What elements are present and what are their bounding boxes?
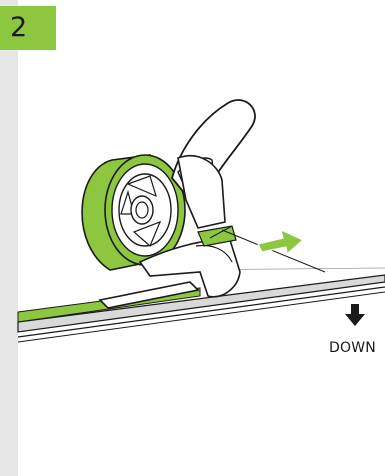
step-number: 2 (10, 12, 27, 43)
step-number-badge: 2 (0, 6, 56, 50)
down-arrow-icon (345, 304, 365, 326)
dispenser-hub (119, 174, 171, 246)
right-arrow-icon (258, 230, 303, 254)
down-label: DOWN (329, 340, 376, 356)
